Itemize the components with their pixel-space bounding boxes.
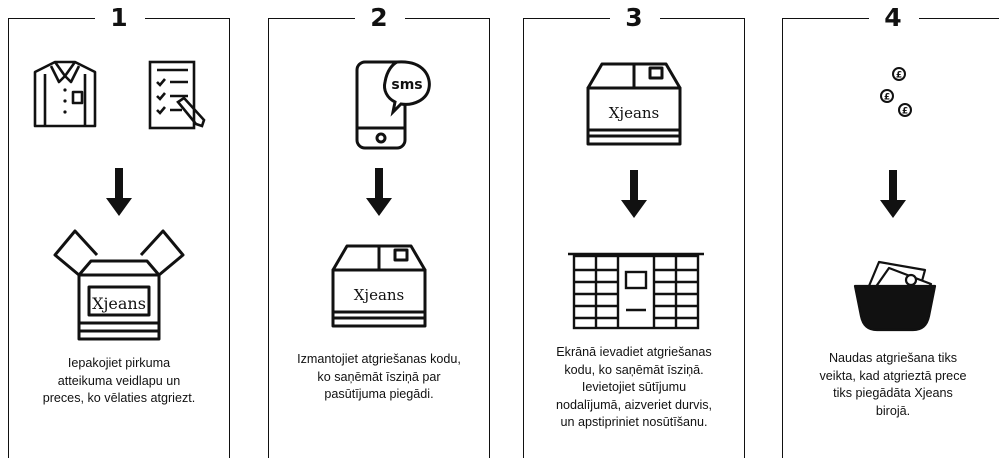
parcel-locker-icon: [568, 252, 704, 330]
step-number: 4: [783, 2, 999, 34]
step-number: 1: [9, 2, 229, 34]
step-number: 3: [524, 2, 744, 34]
coins-icon: £ £ £: [880, 67, 912, 117]
arrow-down-icon: [621, 170, 647, 218]
brand-logo: Xjeans: [354, 286, 405, 304]
step-panel-1: 1 Xjeans Iepako: [8, 3, 230, 458]
box-icon: Xjeans: [586, 62, 682, 146]
box-icon: Xjeans: [331, 244, 427, 328]
open-box-icon: Xjeans: [53, 229, 185, 341]
arrow-down-icon: [106, 168, 132, 216]
wallet-icon: [853, 260, 937, 332]
checklist-icon: [148, 60, 206, 130]
brand-logo: Xjeans: [92, 294, 146, 313]
step-caption: Naudas atgriešana tiks veikta, kad atgri…: [819, 351, 967, 418]
sms-label: sms: [391, 77, 422, 93]
currency-symbol: £: [902, 107, 908, 117]
step-caption: Izmantojiet atgriešanas kodu, ko saņēmāt…: [297, 352, 461, 401]
arrow-down-icon: [880, 170, 906, 218]
step-number: 2: [269, 2, 489, 34]
brand-logo: Xjeans: [609, 104, 660, 122]
step-panel-2: 2 sms Xjeans Izmantojiet atgriešanas kod…: [268, 3, 490, 458]
step-panel-3: 3 Xjeans Ekrānā ievadiet atgriešanas kod…: [523, 3, 745, 458]
step-panel-4: 4 £ £ £ Naudas atgriešana tiks veikta, k…: [782, 3, 999, 458]
arrow-down-icon: [366, 168, 392, 216]
shirt-icon: [33, 60, 97, 128]
step-caption: Iepakojiet pirkuma atteikuma veidlapu un…: [42, 356, 196, 405]
phone-sms-icon: sms: [355, 60, 431, 150]
step-caption: Ekrānā ievadiet atgriešanas kodu, ko saņ…: [555, 345, 713, 429]
currency-symbol: £: [896, 71, 902, 81]
currency-symbol: £: [884, 93, 890, 103]
